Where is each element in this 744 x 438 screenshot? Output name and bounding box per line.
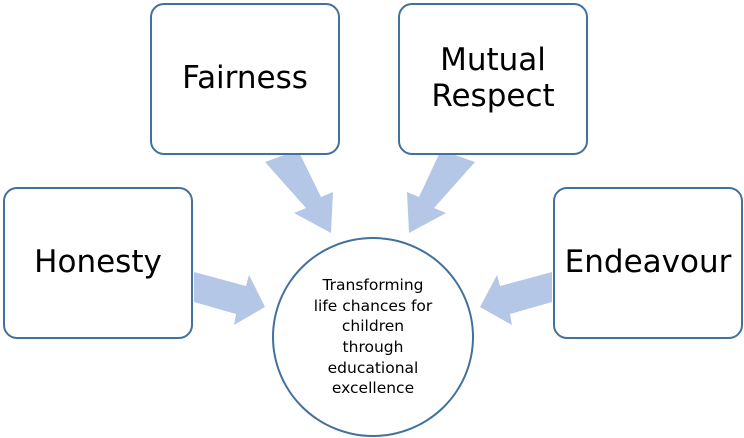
value-box-honesty: Honesty xyxy=(3,187,193,339)
value-label-fairness: Fairness xyxy=(182,60,308,97)
center-statement: Transforming life chances for children t… xyxy=(303,275,443,399)
value-box-mutual-respect: Mutual Respect xyxy=(398,3,588,155)
center-line: educational xyxy=(327,358,419,377)
center-circle: Transforming life chances for children t… xyxy=(272,237,474,437)
value-label-honesty: Honesty xyxy=(34,244,162,281)
value-label-mutual-respect-line2: Respect xyxy=(431,78,555,114)
center-line: excellence xyxy=(331,379,415,398)
center-line: Transforming xyxy=(322,276,424,295)
arrow-endeavour-to-center xyxy=(480,272,552,325)
center-line: life chances for xyxy=(313,296,433,315)
arrow-honesty-to-center xyxy=(194,272,265,325)
value-box-endeavour: Endeavour xyxy=(553,187,743,339)
value-box-fairness: Fairness xyxy=(150,3,340,155)
value-label-endeavour: Endeavour xyxy=(564,244,732,281)
value-label-mutual-respect-line1: Mutual xyxy=(440,42,546,79)
center-line: through xyxy=(342,338,404,356)
arrow-fairness-to-center xyxy=(265,150,333,233)
center-line: children xyxy=(341,317,405,336)
value-label-mutual-respect: Mutual Respect xyxy=(431,43,554,114)
arrow-respect-to-center xyxy=(407,150,475,233)
